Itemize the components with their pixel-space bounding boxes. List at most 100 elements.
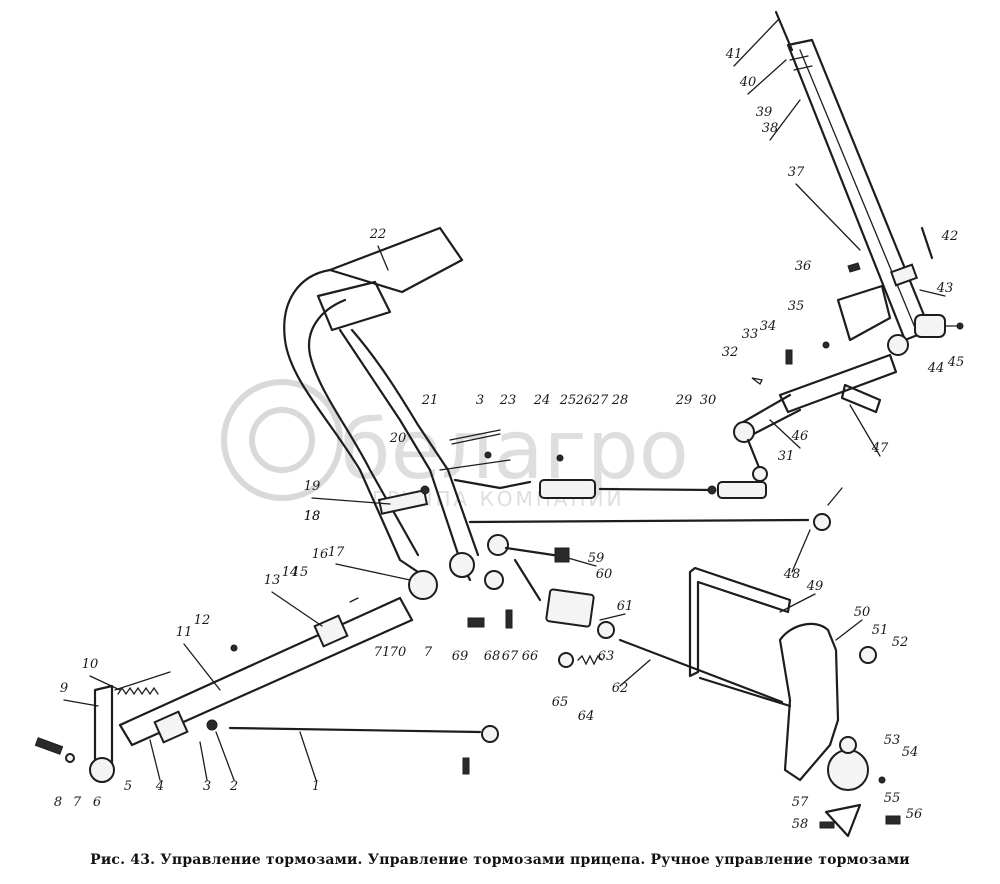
brake-pedals [283,226,511,600]
leader-line [199,741,208,781]
callout-49: 49 [806,579,824,594]
leader-line [89,675,121,691]
leader-line [335,563,411,581]
callout-59: 59 [588,551,605,566]
callout-5: 5 [124,779,132,794]
callout-34: 34 [760,319,777,334]
callout-47: 47 [871,441,889,456]
callout-53: 53 [884,733,901,748]
callout-11: 11 [176,625,193,640]
callout-1: 1 [312,779,320,794]
leader-line [63,699,99,707]
leader-line [271,591,323,627]
callout-leader-lines [63,19,946,781]
callout-8: 8 [54,795,62,810]
hand-brake-bracket [618,566,901,838]
long-rod [228,725,499,775]
callout-24: 24 [533,393,551,408]
leader-line [919,289,946,297]
brake-cross-shaft [34,596,414,783]
leader-line [779,593,816,613]
leader-line [849,404,881,457]
callout-38: 38 [762,121,779,136]
callout-29: 29 [675,393,693,408]
callout-3: 3 [203,779,211,794]
callout-39: 39 [756,105,773,120]
callout-50: 50 [854,605,871,620]
callout-63: 63 [598,649,615,664]
callout-6: 6 [93,795,101,810]
callout-13: 13 [264,573,281,588]
callout-36: 36 [795,259,812,274]
callout-46: 46 [791,429,809,444]
callout-54: 54 [902,745,919,760]
callout-66: 66 [522,649,539,664]
brake-rods [453,451,843,531]
callout-44: 44 [927,361,945,376]
callout-18: 18 [304,509,321,524]
callout-51: 51 [872,623,889,638]
callout-7: 7 [73,795,82,810]
callout-20: 20 [389,431,407,446]
leader-line [769,99,801,141]
callout-22: 22 [369,227,387,242]
callout-2: 2 [229,779,238,794]
callout-43: 43 [936,281,954,296]
leader-line [747,59,787,95]
leader-line [791,529,811,573]
callout-18: 18 [304,509,321,524]
callout-37: 37 [788,165,805,180]
callout-30: 30 [700,393,717,408]
callout-21: 21 [421,393,439,408]
callout-70: 70 [390,645,407,660]
callout-3: 3 [476,393,484,408]
callout-25: 25 [559,393,577,408]
leader-line [377,245,389,271]
callout-15: 15 [292,565,309,580]
trailer-brake-control [467,534,615,668]
callout-28: 28 [611,393,629,408]
leader-line [311,497,391,505]
leader-line [835,619,863,641]
watermark: белагро ГРУППА КОМПАНИЙ [221,379,689,511]
callout-58: 58 [792,817,809,832]
leader-line [149,739,161,781]
callout-7: 7 [424,645,433,660]
callout-4: 4 [155,779,164,794]
callout-45: 45 [947,355,965,370]
callout-31: 31 [778,449,795,464]
callout-27: 27 [591,393,609,408]
callout-26: 26 [575,393,593,408]
watermark-logo-text: белагро [340,403,689,498]
callout-68: 68 [484,649,501,664]
callout-56: 56 [906,807,923,822]
callout-23: 23 [499,393,517,408]
callout-12: 12 [194,613,211,628]
leader-line [567,557,597,567]
callout-65: 65 [552,695,569,710]
callout-67: 67 [502,649,519,664]
leader-line [599,613,626,621]
callout-17: 17 [328,545,345,560]
callout-52: 52 [892,635,909,650]
callout-55: 55 [884,791,901,806]
callout-35: 35 [788,299,805,314]
leader-line [183,643,221,691]
leader-line [733,19,779,67]
callout-69: 69 [452,649,469,664]
callout-42: 42 [941,229,959,244]
callout-14: 14 [282,565,299,580]
callout-19: 19 [304,479,321,494]
callout-48: 48 [783,567,801,582]
callout-10: 10 [82,657,99,672]
callout-33: 33 [742,327,759,342]
callout-71: 71 [374,645,391,660]
callout-64: 64 [578,709,595,724]
leader-line [215,731,235,781]
callout-62: 62 [612,681,629,696]
leader-line [795,183,861,251]
hand-brake-lever [774,10,964,356]
callout-40: 40 [739,75,757,90]
